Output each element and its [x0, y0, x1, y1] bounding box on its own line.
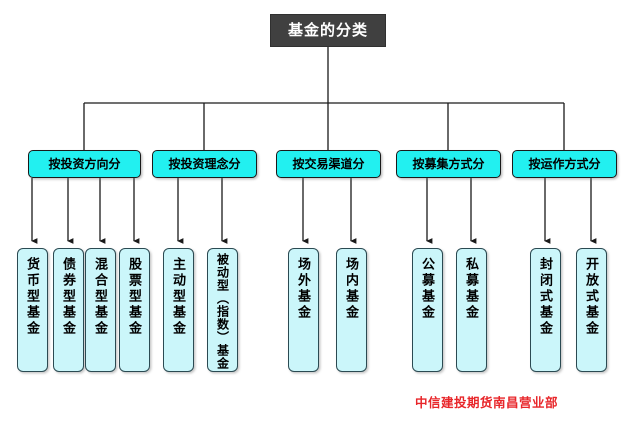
footer-credit: 中信建投期货南昌营业部	[415, 396, 559, 410]
category-box-trading-channel[interactable]: 按交易渠道分	[276, 150, 381, 178]
leaf-label: 债券型基金	[61, 257, 76, 337]
leaf-label: 场内基金	[344, 257, 359, 321]
category-label: 按交易渠道分	[292, 157, 365, 171]
leaf-label: 主动型基金	[171, 257, 186, 337]
root-title-label: 基金的分类	[287, 22, 368, 39]
category-label: 按投资方向分	[48, 157, 121, 171]
leaf-label: 被动型（指数）基金	[215, 253, 230, 370]
leaf-box-public-fund[interactable]: 公募基金	[412, 248, 443, 372]
leaf-label: 开放式基金	[584, 257, 599, 337]
leaf-label: 股票型基金	[127, 257, 142, 337]
leaf-label: 私募基金	[464, 257, 479, 321]
leaf-label: 货币型基金	[25, 257, 40, 337]
leaf-box-exchange-traded-fund[interactable]: 场内基金	[336, 248, 367, 372]
leaf-label: 混合型基金	[93, 257, 108, 337]
leaf-box-otc-fund[interactable]: 场外基金	[288, 248, 319, 372]
category-box-investment-direction[interactable]: 按投资方向分	[28, 150, 141, 178]
leaf-box-hybrid-fund[interactable]: 混合型基金	[85, 248, 116, 372]
leaf-label: 公募基金	[420, 257, 435, 321]
leaf-box-active-fund[interactable]: 主动型基金	[163, 248, 194, 372]
leaf-box-money-market-fund[interactable]: 货币型基金	[17, 248, 48, 372]
category-label: 按募集方式分	[412, 157, 485, 171]
leaf-box-passive-index-fund[interactable]: 被动型（指数）基金	[207, 248, 238, 372]
category-box-investment-philosophy[interactable]: 按投资理念分	[152, 150, 257, 178]
leaf-label: 场外基金	[296, 257, 311, 321]
leaf-box-closed-end-fund[interactable]: 封闭式基金	[530, 248, 561, 372]
category-label: 按运作方式分	[528, 157, 601, 171]
leaf-box-private-fund[interactable]: 私募基金	[456, 248, 487, 372]
category-box-fundraising-method[interactable]: 按募集方式分	[396, 150, 501, 178]
category-label: 按投资理念分	[168, 157, 241, 171]
leaf-box-open-end-fund[interactable]: 开放式基金	[576, 248, 607, 372]
leaf-label: 封闭式基金	[538, 257, 553, 337]
leaf-box-equity-fund[interactable]: 股票型基金	[119, 248, 150, 372]
category-box-operation-method[interactable]: 按运作方式分	[512, 150, 617, 178]
root-title-box: 基金的分类	[270, 14, 386, 47]
leaf-box-bond-fund[interactable]: 债券型基金	[53, 248, 84, 372]
